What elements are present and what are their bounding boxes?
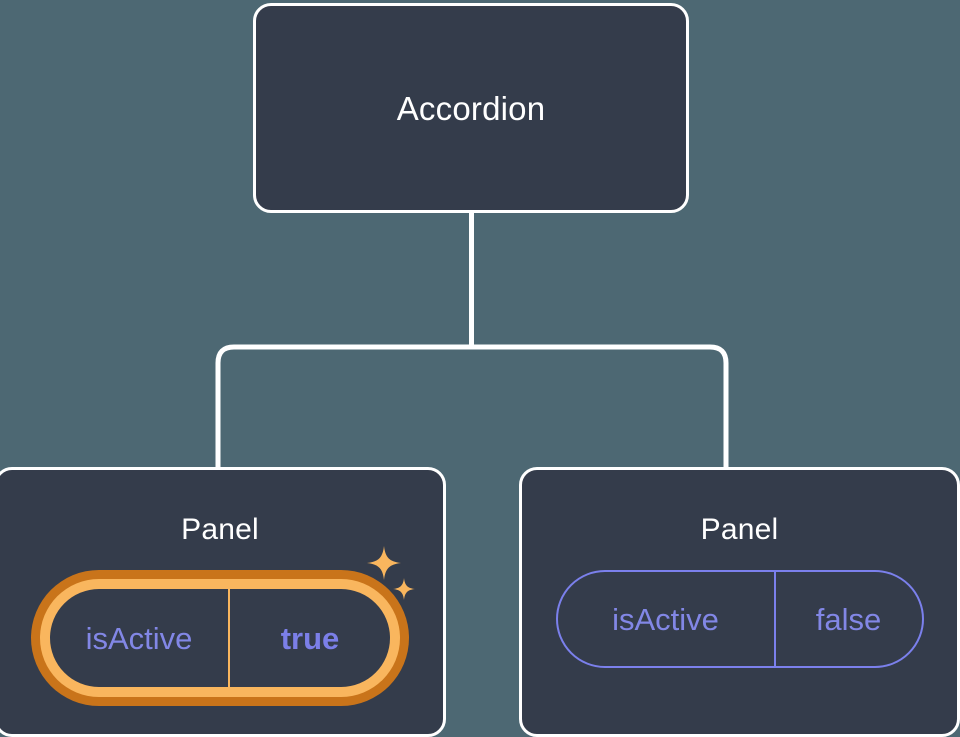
prop-pill-inactive[interactable]: isActive false <box>555 570 924 668</box>
node-panel-inactive[interactable]: Panel isActive false <box>519 467 960 737</box>
prop-key-isactive-true: isActive <box>50 589 230 687</box>
prop-pill-active-ring: isActive true <box>40 579 400 697</box>
node-panel-active[interactable]: Panel isActive true <box>0 467 446 737</box>
prop-key-isactive-false: isActive <box>558 572 776 666</box>
prop-pill-active-wrap: isActive true <box>0 546 443 706</box>
sparkle-small-icon <box>393 578 415 600</box>
node-accordion[interactable]: Accordion <box>253 3 689 213</box>
node-panel-active-title: Panel <box>181 513 259 546</box>
node-accordion-title: Accordion <box>396 89 546 127</box>
connector-branch-bar <box>215 344 729 467</box>
prop-pill-inactive-wrap: isActive false <box>522 570 957 668</box>
sparkle-large-icon <box>367 546 401 580</box>
prop-pill-active-body: isActive true <box>50 589 390 687</box>
prop-pill-active[interactable]: isActive true <box>31 570 409 706</box>
node-panel-inactive-title: Panel <box>700 513 779 546</box>
prop-value-false: false <box>815 601 882 637</box>
prop-value-true: true <box>280 620 340 656</box>
